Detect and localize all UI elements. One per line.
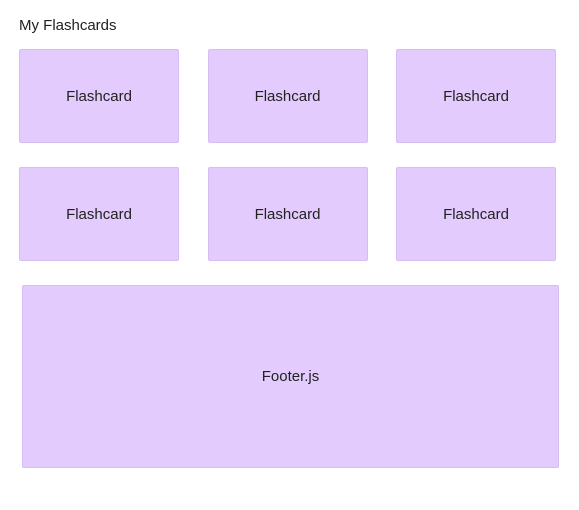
flashcard-label: Flashcard [443, 87, 509, 105]
page-title: My Flashcards [19, 17, 117, 34]
flashcard[interactable]: Flashcard [207, 167, 368, 261]
flashcard[interactable]: Flashcard [207, 49, 368, 143]
flashcard[interactable]: Flashcard [19, 49, 179, 143]
flashcard-label: Flashcard [66, 205, 132, 223]
flashcard[interactable]: Flashcard [19, 167, 179, 261]
footer-label: Footer.js [261, 368, 320, 385]
flashcard-grid: Flashcard Flashcard Flashcard Flashcard … [19, 49, 556, 261]
footer: Footer.js [22, 285, 559, 468]
flashcard[interactable]: Flashcard [396, 167, 556, 261]
flashcard-label: Flashcard [443, 205, 509, 223]
flashcard[interactable]: Flashcard [396, 49, 556, 143]
flashcard-label: Flashcard [66, 87, 132, 105]
flashcard-label: Flashcard [254, 205, 321, 223]
flashcard-label: Flashcard [254, 87, 321, 105]
